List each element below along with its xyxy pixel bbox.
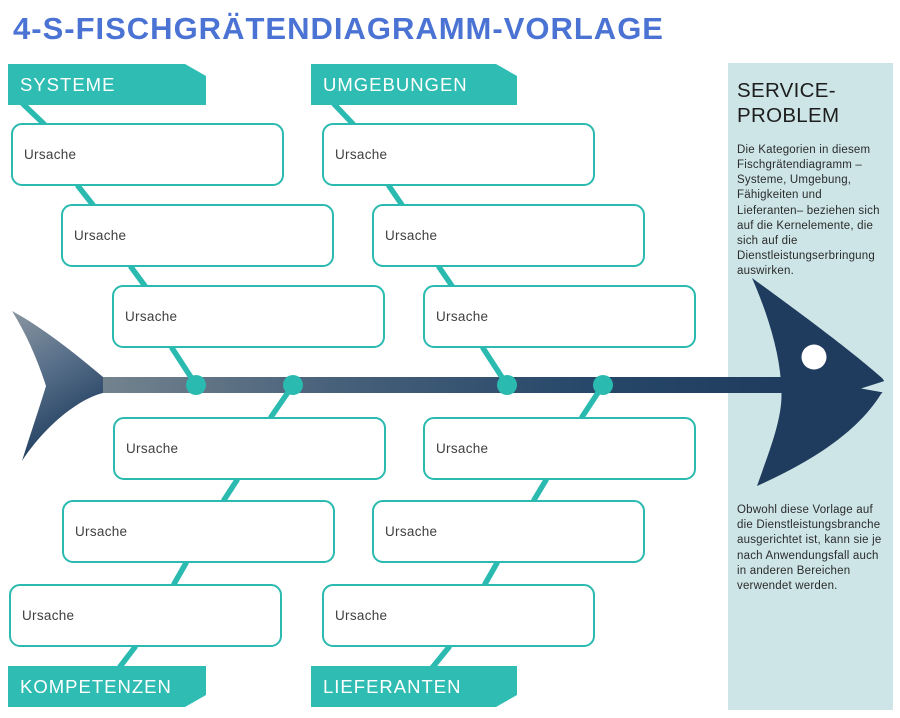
branch-lieferanten-3	[482, 560, 500, 587]
cause-label: Ursache	[436, 441, 489, 456]
cause-box-kompetenzen-2[interactable]: Ursache	[62, 500, 335, 563]
cause-box-lieferanten-3[interactable]: Ursache	[322, 584, 595, 647]
category-label: SYSTEME	[20, 73, 116, 95]
category-label: KOMPETENZEN	[20, 675, 172, 697]
cause-label: Ursache	[126, 441, 179, 456]
branch-lieferanten-2	[531, 477, 549, 503]
cause-box-kompetenzen-3[interactable]: Ursache	[9, 584, 282, 647]
cause-label: Ursache	[125, 309, 178, 324]
cause-box-kompetenzen-1[interactable]: Ursache	[113, 417, 386, 480]
page-title: 4-S-FISCHGRÄTENDIAGRAMM-VORLAGE	[13, 11, 664, 46]
cause-label: Ursache	[75, 524, 128, 539]
cause-box-systeme-3[interactable]: Ursache	[112, 285, 385, 348]
branch-kompetenzen-2	[221, 477, 240, 503]
category-header-umgebungen[interactable]: UMGEBUNGEN	[311, 64, 517, 105]
fish-spine	[90, 377, 800, 393]
fish-mouth-icon	[861, 380, 887, 393]
problem-description-top: Die Kategorien in diesem Fischgrätendiag…	[737, 143, 880, 278]
cause-box-systeme-2[interactable]: Ursache	[61, 204, 334, 267]
spine-node-4	[593, 375, 613, 395]
branch-kompetenzen-4	[116, 644, 138, 671]
branch-kompetenzen-3	[171, 560, 189, 587]
cause-label: Ursache	[22, 608, 75, 623]
category-header-lieferanten[interactable]: LIEFERANTEN	[311, 666, 517, 707]
cause-box-lieferanten-1[interactable]: Ursache	[423, 417, 696, 480]
cause-label: Ursache	[74, 228, 127, 243]
cause-label: Ursache	[436, 309, 489, 324]
branch-umgebungen-1	[331, 101, 356, 127]
cause-box-umgebungen-3[interactable]: Ursache	[423, 285, 696, 348]
branch-umgebungen-3	[436, 264, 455, 289]
problem-description-bottom: Obwohl diese Vorlage auf die Dienstleist…	[737, 504, 882, 592]
branch-systeme-3	[128, 264, 148, 289]
cause-label: Ursache	[385, 228, 438, 243]
cause-box-lieferanten-2[interactable]: Ursache	[372, 500, 645, 563]
branch-lieferanten-4	[429, 644, 452, 671]
branch-systeme-1	[20, 101, 47, 127]
spine-node-2	[283, 375, 303, 395]
spine-node-1	[186, 375, 206, 395]
cause-label: Ursache	[335, 147, 388, 162]
fish-tail	[12, 311, 103, 461]
cause-label: Ursache	[24, 147, 77, 162]
branch-umgebungen-2	[386, 183, 405, 208]
fish-head	[752, 278, 886, 486]
category-label: UMGEBUNGEN	[323, 73, 468, 95]
category-header-kompetenzen[interactable]: KOMPETENZEN	[8, 666, 206, 707]
cause-box-systeme-1[interactable]: Ursache	[11, 123, 284, 186]
branch-systeme-2	[75, 183, 96, 208]
cause-label: Ursache	[385, 524, 438, 539]
problem-title[interactable]: SERVICE-PROBLEM	[737, 79, 840, 128]
cause-box-umgebungen-2[interactable]: Ursache	[372, 204, 645, 267]
spine-nodes	[186, 375, 613, 395]
category-label: LIEFERANTEN	[323, 675, 462, 697]
cause-label: Ursache	[335, 608, 388, 623]
fish-eye-icon	[801, 344, 827, 370]
cause-box-umgebungen-1[interactable]: Ursache	[322, 123, 595, 186]
category-header-systeme[interactable]: SYSTEME	[8, 64, 206, 105]
spine-node-3	[497, 375, 517, 395]
